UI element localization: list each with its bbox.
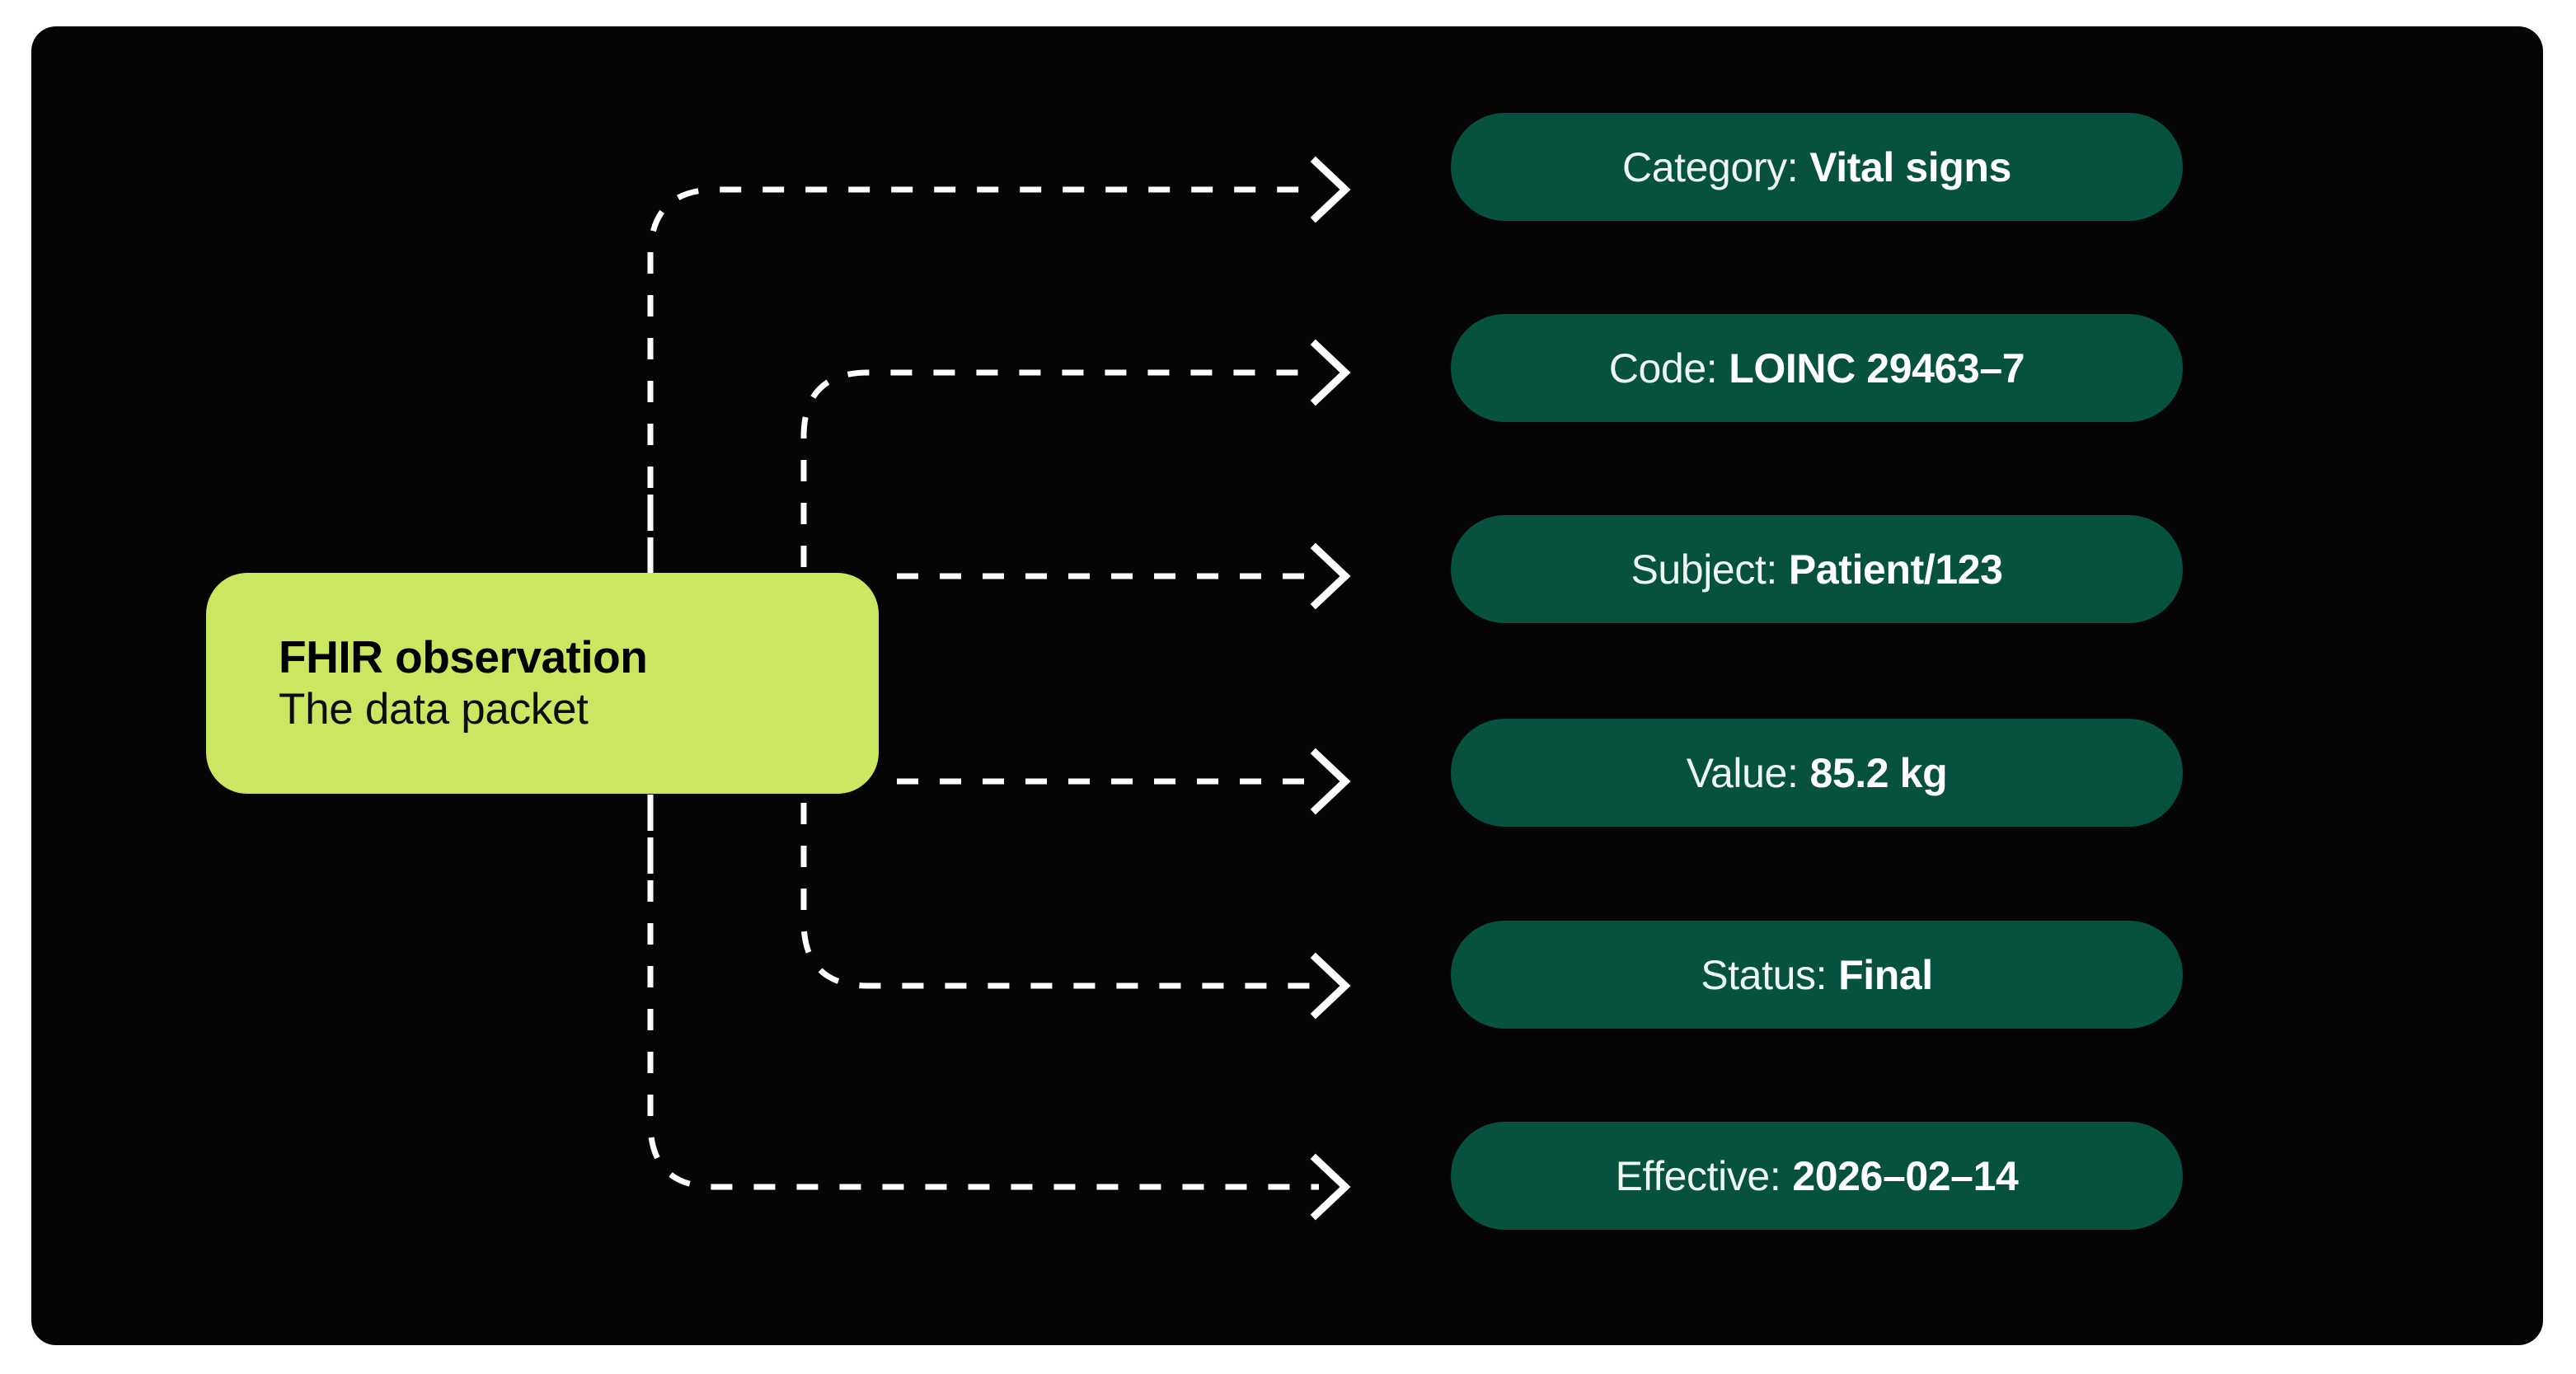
attribute-pill-code[interactable]: Code: LOINC 29463–7 [1451,314,2183,422]
attribute-value-category: Vital signs [1809,143,2011,190]
attribute-label-code: Code: [1608,345,1718,392]
attribute-pill-category[interactable]: Category: Vital signs [1451,113,2183,221]
attribute-value-value: 85.2 kg [1809,749,1948,796]
attribute-value-code: LOINC 29463–7 [1729,345,2025,392]
source-node-title: FHIR observation [279,631,648,682]
attribute-pill-subject[interactable]: Subject: Patient/123 [1451,515,2183,623]
attribute-value-status: Final [1838,951,1933,998]
attribute-label-value: Value: [1686,749,1799,796]
attribute-label-subject: Subject: [1631,546,1777,593]
source-node-subtitle: The data packet [279,684,589,734]
attribute-pill-value[interactable]: Value: 85.2 kg [1451,719,2183,827]
source-node[interactable]: FHIR observation The data packet [206,573,879,794]
attribute-pill-status[interactable]: Status: Final [1451,921,2183,1029]
attribute-pill-effective[interactable]: Effective: 2026–02–14 [1451,1122,2183,1230]
attribute-label-category: Category: [1622,143,1799,190]
attribute-label-effective: Effective: [1615,1152,1781,1199]
attribute-value-effective: 2026–02–14 [1792,1152,2019,1199]
attribute-value-subject: Patient/123 [1788,546,2003,593]
attribute-label-status: Status: [1701,951,1828,998]
